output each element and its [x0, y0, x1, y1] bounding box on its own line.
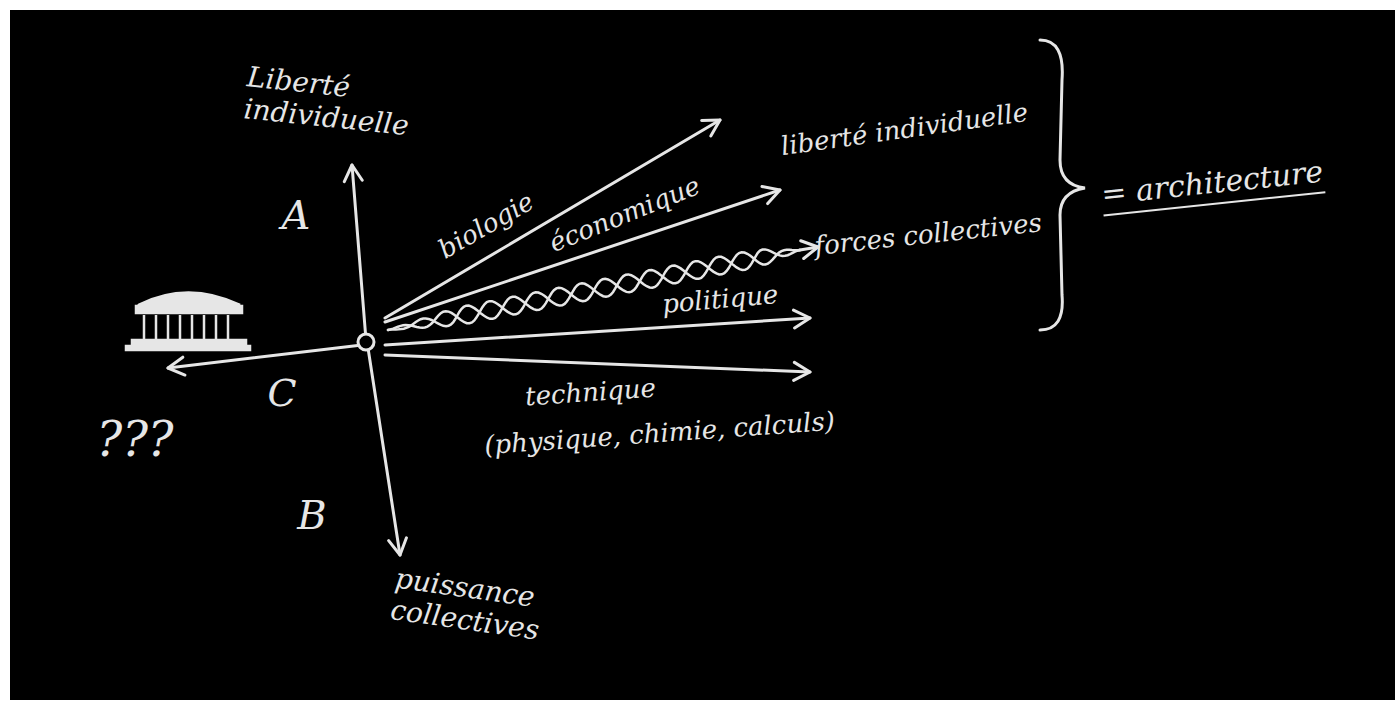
question-marks: ??? — [96, 412, 173, 467]
axis-b — [368, 348, 400, 555]
technique-arrow — [385, 355, 810, 372]
temple-icon — [126, 293, 250, 351]
chalkboard-ground — [10, 10, 1395, 700]
politique-arrow — [385, 318, 810, 345]
curly-brace — [1040, 40, 1085, 330]
axis-a — [352, 165, 366, 340]
axis-letter: B — [297, 492, 326, 538]
origin-point — [358, 334, 374, 350]
axis-letter: C — [267, 372, 296, 416]
axis-letter: A — [282, 192, 311, 238]
